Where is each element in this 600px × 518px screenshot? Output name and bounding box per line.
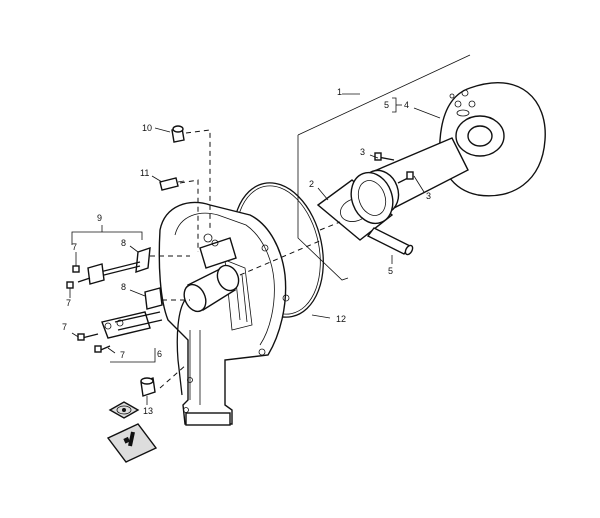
callout-3-top: 3 [360,147,365,157]
electrode-assembly-lower [81,287,163,353]
callout-8-lower: 8 [121,282,126,292]
callout-7-mid: 7 [66,298,71,308]
nozzle-part-11 [159,177,185,191]
plug-part-10 [171,125,185,143]
callout-6: 6 [157,349,162,359]
callout-11: 11 [140,168,149,178]
callout-9: 9 [97,213,102,223]
callout-13: 13 [143,406,153,416]
eye-symbol-icon [108,401,140,419]
gasket-ring [350,171,394,225]
callout-5-pin: 5 [388,266,393,276]
cover-disc [439,82,546,197]
callout-12: 12 [336,314,346,324]
assembly-lines [150,129,341,389]
callout-8-upper: 8 [121,238,126,248]
callout-7-bottom: 7 [120,350,125,360]
screws-small [66,265,102,353]
electrode-bracket-upper [77,246,151,285]
callout-2: 2 [309,179,314,189]
sight-pin [366,227,414,256]
cable [176,299,186,396]
callout-7-left: 7 [62,322,67,332]
callout-7-top: 7 [72,242,77,252]
callout-5-bracket: 5 [384,100,389,110]
screw-top [374,152,395,161]
callout-labels: 1 2 3 3 4 5 5 6 7 7 7 7 8 8 9 10 11 12 1… [62,87,431,416]
fitting-part-13 [140,377,156,397]
info-i-icon [106,423,158,463]
callout-3-right: 3 [426,191,431,201]
callout-4: 4 [404,100,409,110]
fan-motor [183,233,240,313]
burner-housing [158,201,290,426]
callout-1: 1 [337,87,342,97]
screw-right [397,171,414,184]
callout-10: 10 [142,123,152,133]
